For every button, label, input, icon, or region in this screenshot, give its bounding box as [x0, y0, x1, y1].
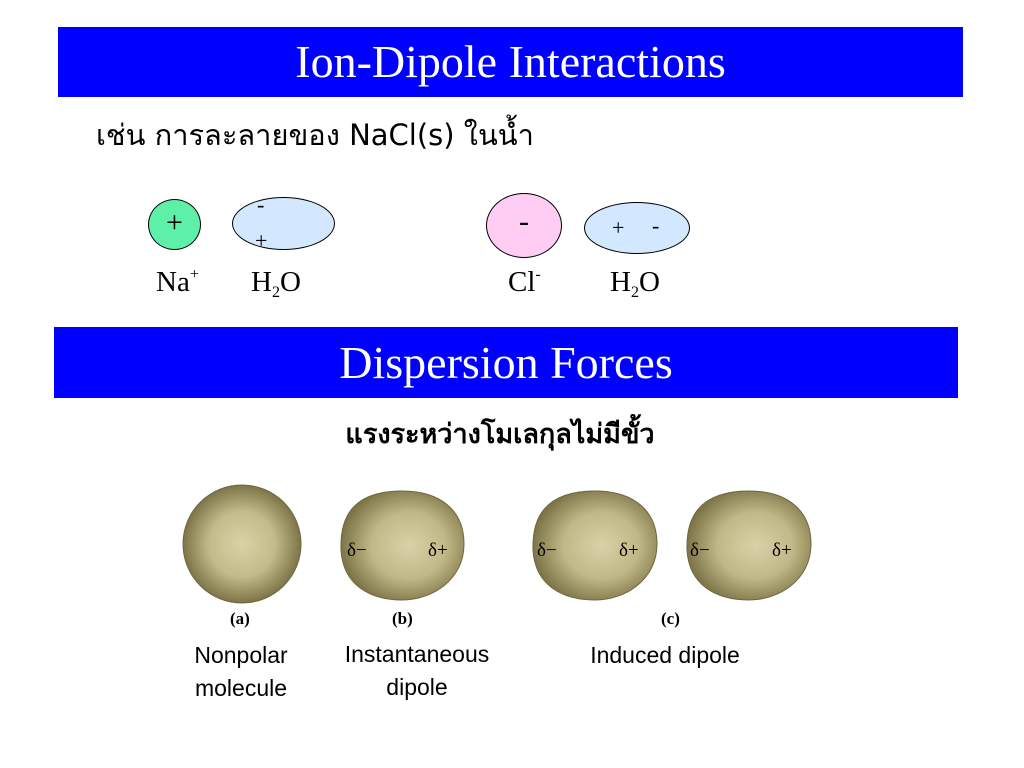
sodium-water-label: H2O [251, 266, 301, 301]
caption-a: (a) [230, 609, 250, 628]
delta-minus-label: δ− [537, 540, 557, 561]
sodium-water-molecule: - + [232, 192, 335, 253]
delta-plus-label: δ+ [772, 540, 792, 561]
induced-description: Induced dipole [590, 642, 740, 668]
dispersion-subtitle: แรงระหว่างโมเลกุลไม่มีขั้ว [345, 419, 655, 450]
water-positive-end: + [255, 228, 268, 253]
chloride-water-molecule: + - [584, 202, 690, 254]
delta-minus-label: δ− [347, 540, 367, 561]
chloride-ion-circle: - [486, 193, 562, 258]
delta-minus-label: δ− [690, 540, 710, 561]
chloride-water-label: H2O [610, 266, 660, 301]
chloride-ion-charge: - [519, 205, 529, 238]
sodium-ion-circle: + [148, 199, 201, 250]
nonpolar-description: Nonpolar molecule [194, 642, 288, 701]
water-positive-end: + [612, 215, 625, 240]
dispersion-heading: Dispersion Forces [54, 327, 958, 398]
water-negative-end: - [652, 213, 660, 238]
instantaneous-description: Instantaneous dipole [344, 641, 490, 700]
sodium-ion-label: Na+ [156, 266, 199, 298]
nonpolar-molecule [182, 484, 302, 604]
delta-plus-label: δ+ [619, 540, 639, 561]
induced-dipole-molecule-left [532, 490, 658, 601]
caption-b: (b) [392, 609, 413, 628]
delta-plus-label: δ+ [428, 540, 448, 561]
caption-c: (c) [661, 609, 680, 628]
sodium-ion-charge: + [166, 206, 183, 239]
example-text: เช่น การละลายของ NaCl(s) ในน้ำ [96, 118, 534, 152]
ion-dipole-heading: Ion-Dipole Interactions [58, 27, 963, 97]
water-negative-end: - [257, 192, 265, 217]
induced-dipole-molecule-right [686, 490, 812, 601]
instantaneous-dipole-molecule [340, 490, 465, 601]
chloride-ion-label: Cl- [508, 266, 541, 298]
